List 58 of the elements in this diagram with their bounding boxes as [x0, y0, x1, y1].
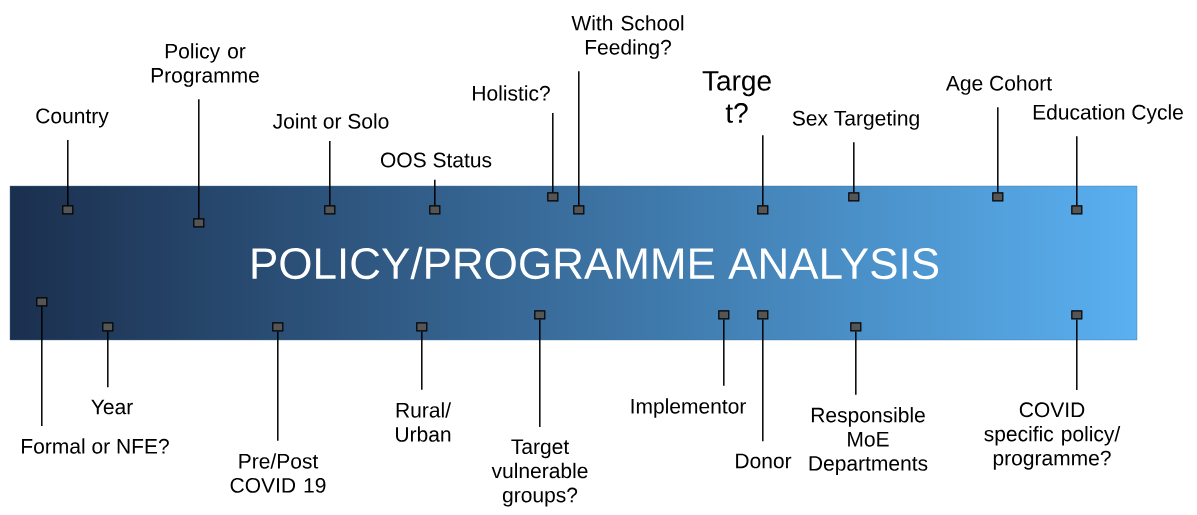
connector-square	[757, 205, 769, 215]
label-text: Formal or NFE?	[22, 438, 169, 454]
connector-square	[1071, 310, 1083, 320]
label-text: Sex Targeting	[792, 110, 919, 130]
leader-line	[855, 330, 857, 396]
connector-square	[850, 322, 862, 332]
label-text: Joint or Solo	[272, 113, 389, 129]
leader-line	[329, 140, 331, 206]
label-text: Age Cohort	[945, 75, 1052, 95]
label-text: Targe t?	[702, 71, 771, 123]
label-text: Donor	[736, 453, 792, 469]
leader-line	[107, 330, 109, 389]
label-text: With School Feeding?	[571, 15, 684, 59]
label-text: Holistic?	[473, 85, 550, 101]
connector-square	[429, 205, 441, 215]
label-text: Implementor	[631, 398, 746, 418]
connector-square	[534, 310, 546, 320]
connector-square	[573, 205, 585, 215]
connector-square	[102, 322, 114, 332]
leader-line	[853, 141, 855, 193]
connector-square	[992, 192, 1004, 202]
label-text: Policy or Programme	[151, 43, 259, 87]
leader-line	[41, 305, 43, 427]
label-text: Year	[91, 399, 133, 415]
leader-line	[277, 330, 279, 442]
label-text: Pre/Post COVID 19	[230, 453, 326, 493]
leader-line	[1076, 135, 1078, 206]
label-text: Country	[36, 108, 109, 128]
leader-line	[723, 318, 725, 387]
leader-line	[539, 318, 541, 428]
connector-square	[324, 205, 336, 215]
connector-square	[36, 297, 48, 307]
leader-line	[421, 330, 423, 391]
connector-square	[62, 205, 74, 215]
leader-line	[67, 139, 69, 206]
connector-square	[193, 218, 205, 228]
leader-line	[997, 106, 999, 193]
leader-line	[434, 179, 436, 206]
label-text: Responsible MoE Departments	[809, 407, 928, 475]
connector-square	[416, 322, 428, 332]
label-text: Education Cycle	[1033, 104, 1183, 124]
connector-square	[718, 310, 730, 320]
label-text: Target vulnerable groups?	[491, 439, 588, 507]
leader-line	[762, 134, 764, 206]
connector-square	[547, 192, 559, 202]
connector-square	[1071, 205, 1083, 215]
label-text: OOS Status	[381, 152, 492, 168]
connector-square	[757, 310, 769, 320]
connector-square	[272, 322, 284, 332]
leader-line	[578, 70, 580, 206]
banner: POLICY/PROGRAMME ANALYSIS	[9, 185, 1138, 341]
leader-line	[1076, 318, 1078, 391]
leader-line	[552, 112, 554, 193]
leader-line	[762, 318, 764, 443]
connector-square	[848, 192, 860, 202]
label-text: COVID specific policy/ programme?	[984, 402, 1121, 470]
leader-line	[198, 98, 200, 219]
label-text: Rural/ Urban	[396, 402, 451, 442]
